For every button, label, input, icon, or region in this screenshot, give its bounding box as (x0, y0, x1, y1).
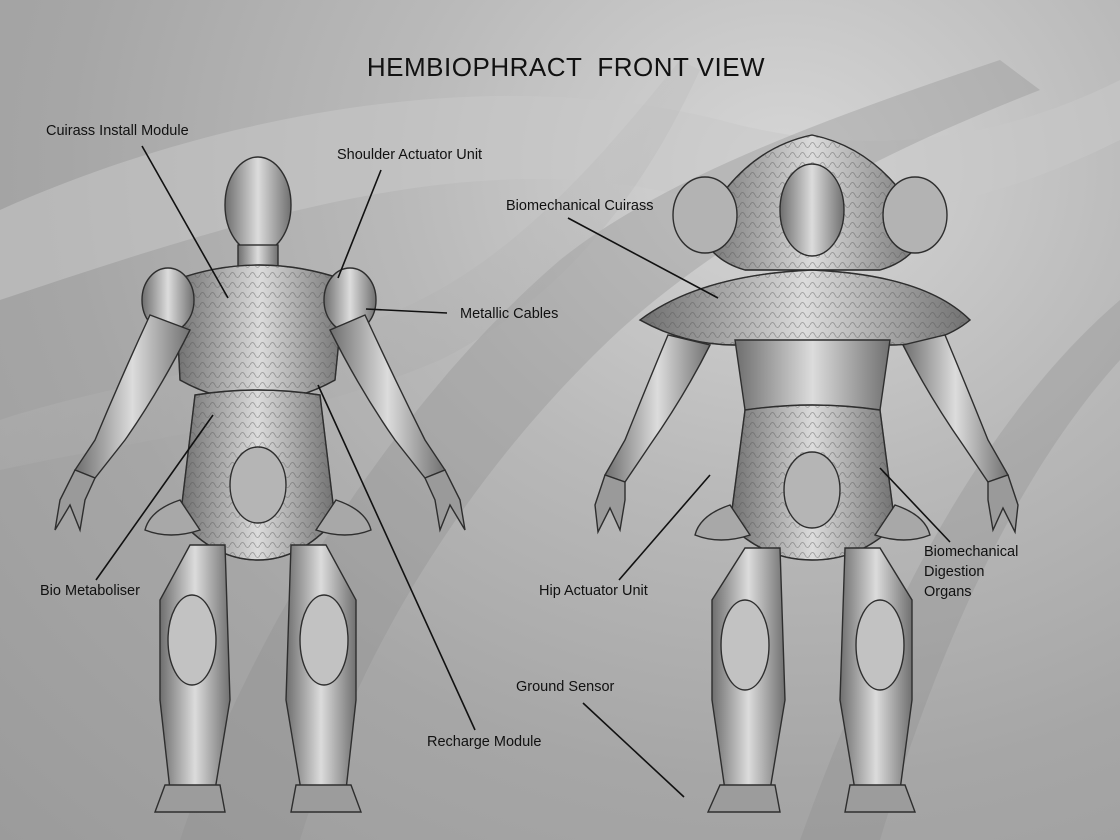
label-recharge-module: Recharge Module (427, 734, 542, 750)
leader-hip-actuator-unit (618, 474, 711, 581)
leader-bio-metaboliser (95, 414, 214, 581)
label-digestion-line-3: Organs (924, 584, 972, 600)
right-figure-body (594, 134, 1019, 813)
leader-shoulder-actuator-unit (337, 169, 382, 279)
leader-cuirass-install-module (141, 145, 229, 299)
label-digestion-line-1: Biomechanical (924, 544, 1019, 560)
label-metallic-cables: Metallic Cables (460, 306, 559, 322)
leader-metallic-cables (365, 308, 448, 314)
label-bio-metaboliser: Bio Metaboliser (40, 583, 140, 599)
label-shoulder-actuator-unit: Shoulder Actuator Unit (337, 147, 483, 163)
label-digestion-line-2: Digestion (924, 564, 985, 580)
label-hip-actuator-unit: Hip Actuator Unit (539, 583, 648, 599)
label-ground-sensor: Ground Sensor (516, 679, 615, 695)
label-biomechanical-digestion-organs: Biomechanical Digestion Organs (924, 542, 1018, 602)
page-title: HEMBIOPHRACT FRONT VIEW (366, 52, 766, 82)
leader-recharge-module (317, 384, 476, 731)
label-cuirass-install-module: Cuirass Install Module (46, 123, 189, 139)
leader-biomechanical-cuirass (567, 217, 719, 299)
leader-biomechanical-digestion-organs (879, 467, 951, 543)
left-figure-body (54, 156, 466, 813)
label-biomechanical-cuirass: Biomechanical Cuirass (506, 198, 654, 214)
leader-ground-sensor (582, 702, 685, 798)
